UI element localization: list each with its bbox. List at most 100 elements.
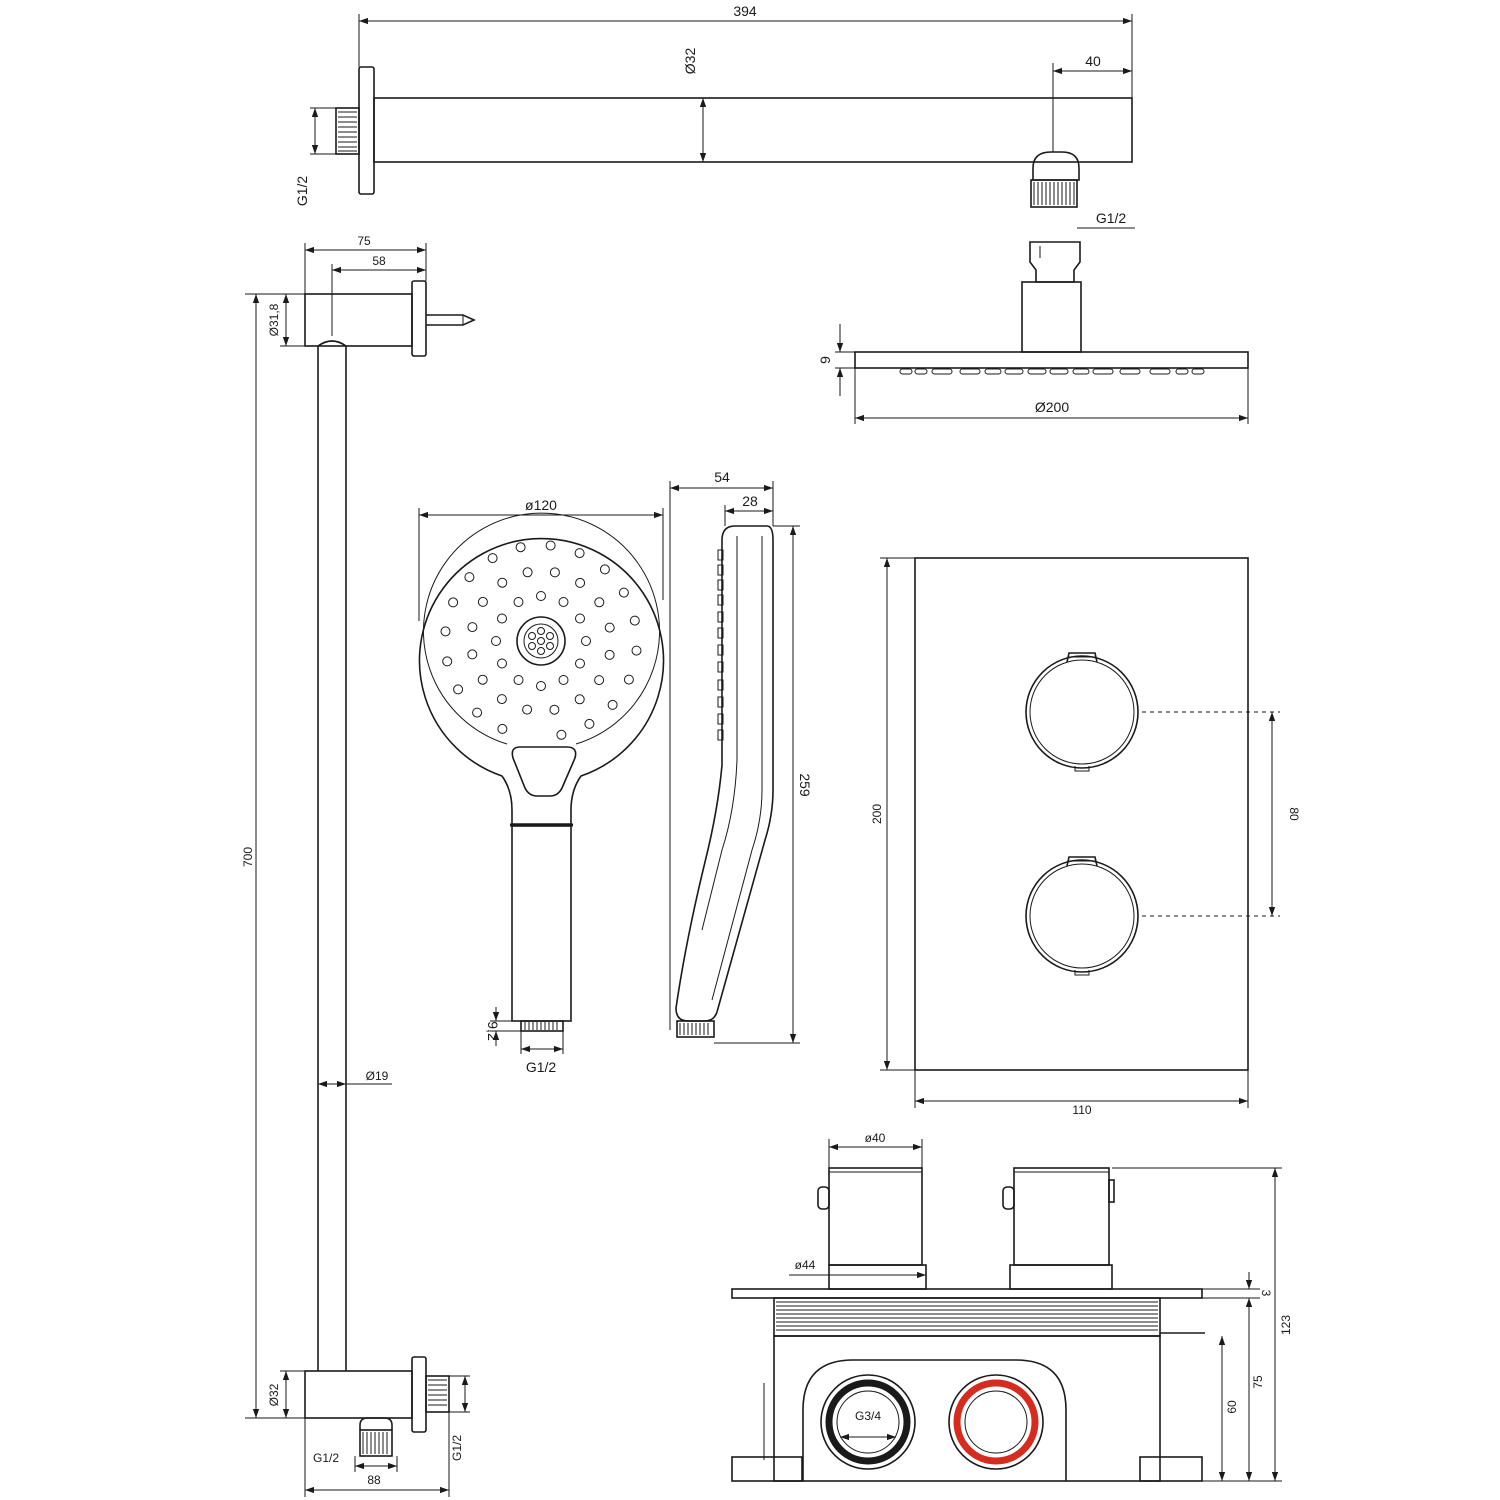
- slide-bar: 75 58 Ø31,8 700 Ø19 Ø32 88 G1/2 G1/2: [241, 234, 476, 1497]
- spray-nozzle: [491, 636, 501, 646]
- head-plate: [854, 351, 1249, 369]
- spray-nozzle: [549, 567, 560, 578]
- hand-head-outline: [418, 537, 665, 825]
- arm-wall-thread-label: G1/2: [294, 176, 310, 207]
- total-depth-label: 123: [1279, 1315, 1293, 1335]
- spray-nozzle: [575, 577, 586, 588]
- box-body: [773, 1335, 1161, 1482]
- spray-nozzle: [558, 597, 569, 607]
- arm-wall-flange: [358, 66, 375, 195]
- knob-spacing-label: 80: [1287, 807, 1301, 821]
- bar-top-pin: [426, 314, 476, 326]
- spray-nozzle: [497, 577, 508, 588]
- box-right-foot: [1139, 1456, 1203, 1482]
- arm-tube: [373, 97, 1133, 163]
- arm-length-label: 394: [733, 3, 757, 19]
- plate-width-label: 110: [1072, 1103, 1091, 1117]
- spray-nozzle: [604, 622, 615, 633]
- spray-nozzle: [440, 626, 451, 637]
- hand-head-inner-rim: [423, 512, 660, 745]
- bar-top-diameter-label: Ø31,8: [267, 303, 281, 336]
- plate-height-label: 200: [870, 804, 884, 824]
- hand-side-nozzles: [717, 549, 724, 741]
- bar-outlet-thread: [425, 1375, 450, 1413]
- hand-spray-nozzles: [440, 540, 642, 740]
- spray-nozzle: [594, 597, 605, 608]
- hand-thread: [520, 1020, 564, 1032]
- bar-outlet-thread-label: G1/2: [450, 1435, 464, 1461]
- cover-plate: [914, 557, 1249, 1071]
- arm-diameter-label: Ø32: [682, 48, 698, 75]
- hand-center-nozzles: [528, 627, 554, 655]
- right-knob-side: [1002, 1167, 1115, 1290]
- bar-bottom-width-label: 88: [367, 1473, 381, 1487]
- hand-handle-depth-label: 28: [742, 493, 758, 509]
- bar-top-wall-plate: [411, 280, 427, 357]
- box-left-foot: [731, 1456, 803, 1482]
- hand-side-thread: [676, 1020, 715, 1038]
- bar-outlet-thread-hatch: [428, 1379, 447, 1406]
- spray-nozzle: [464, 572, 475, 583]
- spray-nozzle: [477, 674, 488, 685]
- head-neck: [1021, 281, 1082, 353]
- hot-inlet-ring: [953, 1379, 1039, 1465]
- spray-nozzle: [575, 658, 585, 669]
- spray-nozzle: [607, 699, 618, 710]
- spray-nozzle: [594, 675, 605, 686]
- spray-nozzle: [472, 707, 483, 718]
- spray-nozzle: [629, 615, 640, 626]
- bar-bracket-depth-label: 75: [357, 234, 371, 248]
- hand-thread-label: G1/2: [526, 1059, 557, 1075]
- spray-nozzle: [497, 723, 508, 734]
- spray-nozzle: [558, 675, 569, 685]
- spray-nozzle: [487, 553, 498, 564]
- spray-nozzle: [574, 548, 585, 559]
- bar-rod-diameter-label: Ø19: [366, 1069, 389, 1083]
- spray-nozzle: [545, 540, 556, 551]
- cold-inlet-ring: [825, 1379, 911, 1465]
- hand-shower-side: 54 28 259: [669, 469, 813, 1044]
- spray-nozzle: [575, 613, 585, 624]
- cold-inlet: G3/4: [820, 1374, 916, 1470]
- arm-wall-thread: [335, 107, 360, 155]
- box-sleeve-threads: [776, 1301, 1158, 1331]
- spray-nozzle: [581, 636, 591, 646]
- hot-inlet: [948, 1374, 1044, 1470]
- spray-nozzle: [496, 694, 507, 705]
- head-height-label: 9: [817, 356, 833, 364]
- bar-bottom-bracket: [304, 1370, 413, 1419]
- arm-elbow: [1032, 151, 1080, 181]
- inlet-height-label: 60: [1225, 1400, 1239, 1414]
- bar-bottom-thread-label: G1/2: [313, 1451, 339, 1465]
- head-diameter-label: Ø200: [1035, 399, 1069, 415]
- bar-bottom-elbow: [359, 1417, 393, 1430]
- spray-nozzle: [574, 694, 585, 705]
- head-connector: [1029, 241, 1081, 283]
- upper-knob: [1025, 652, 1139, 772]
- arm-head-thread-hatch: [1033, 182, 1075, 205]
- lower-knob: [1025, 856, 1139, 976]
- arm-wall-thread-hatch: [338, 111, 357, 152]
- hand-center-ring: [516, 616, 566, 666]
- spray-nozzle: [604, 649, 615, 660]
- inlet-thread-label: G3/4: [855, 1409, 881, 1423]
- spray-nozzle: [536, 591, 546, 601]
- spray-nozzle: [536, 681, 546, 691]
- spray-nozzle: [453, 684, 464, 695]
- spray-nozzle: [513, 675, 524, 685]
- box-depth-label: 75: [1251, 1375, 1265, 1389]
- spray-nozzle: [513, 597, 524, 607]
- plate-thickness-label: 3: [1259, 1290, 1273, 1297]
- bar-bottom-wall-plate: [411, 1356, 427, 1433]
- arm-head-thread: [1030, 179, 1078, 208]
- arm-head-thread-label: G1/2: [1096, 210, 1127, 226]
- spray-nozzle: [515, 542, 526, 553]
- spray-nozzle: [556, 729, 567, 740]
- spray-nozzle: [549, 704, 560, 715]
- spray-nozzle: [442, 656, 453, 667]
- bar-length-label: 700: [241, 847, 255, 867]
- spray-nozzle: [631, 645, 642, 656]
- bar-rod: [317, 340, 347, 1371]
- head-nozzles: [899, 368, 1205, 375]
